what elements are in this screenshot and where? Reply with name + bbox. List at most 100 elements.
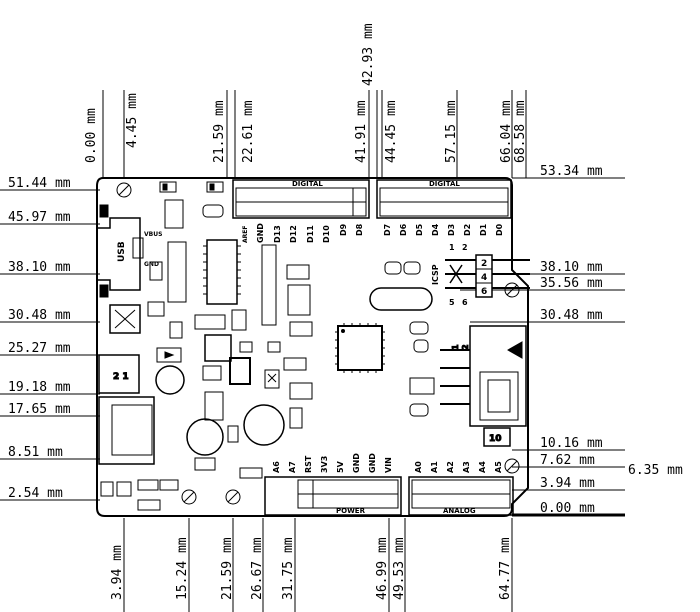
digital-left-title: DIGITAL <box>292 180 323 188</box>
analog-header: ANALOG <box>408 476 514 516</box>
dim-left-0: 51.44 mm <box>8 176 71 191</box>
analog-pin-labels: A0 A1 A2 A3 A4 A5 <box>414 461 503 473</box>
dim-bottom-5: 46.99 mm <box>375 537 390 600</box>
jack-label: 2 1 <box>113 372 129 382</box>
icsp-num-6: 6 <box>462 298 468 307</box>
pin-label: A4 <box>478 461 487 473</box>
dim-right-6: 6.35 mm <box>628 463 683 478</box>
pin-label: A6 <box>272 461 281 473</box>
dim-top-8: 66.04 mm <box>499 100 514 163</box>
dim-top-0: 0.00 mm <box>84 108 99 163</box>
pin-label: VIN <box>384 457 393 473</box>
dim-bottom-3: 26.67 mm <box>250 537 265 600</box>
digital-header-left: DIGITAL <box>232 179 370 219</box>
pin-label: D1 <box>479 223 488 236</box>
smd-components: 2 1 <box>98 181 527 511</box>
dim-right-4: 10.16 mm <box>540 436 603 451</box>
dim-left-4: 25.27 mm <box>8 341 71 356</box>
dim-left-3: 30.48 mm <box>8 308 71 323</box>
pin-label: D12 <box>289 225 298 243</box>
dim-right-8: 0.00 mm <box>540 501 595 516</box>
pin-label: GND <box>256 223 265 243</box>
digital-right-pin-labels: D7 D6 D5 D4 D3 D2 D1 D0 <box>383 223 504 236</box>
vbus-label: VBUS <box>144 231 162 238</box>
dim-left-8: 2.54 mm <box>8 486 63 501</box>
pin-label: A2 <box>446 461 455 473</box>
dim-top-1: 4.45 mm <box>125 93 140 148</box>
digital-right-title: DIGITAL <box>429 180 460 188</box>
pin-label: D0 <box>495 223 504 236</box>
dim-top-7: 57.15 mm <box>444 100 459 163</box>
pin-label: A3 <box>462 461 471 473</box>
dim-right-1: 38.10 mm <box>540 260 603 275</box>
icsp-num-2: 2 <box>462 243 468 252</box>
dim-right-2: 35.56 mm <box>540 276 603 291</box>
digital-header-right: DIGITAL <box>376 179 512 219</box>
icsp-pin-2: 2 <box>481 259 487 269</box>
dim-bottom-7: 64.77 mm <box>498 537 513 600</box>
usb-connector: USB VBUS GND <box>97 217 162 291</box>
dim-right-7: 3.94 mm <box>540 476 595 491</box>
pin-label: D5 <box>415 223 424 236</box>
gnd-label: GND <box>144 261 159 268</box>
pin-label: 5V <box>336 460 345 473</box>
bottom-dimensions: 3.94 mm 15.24 mm 21.59 mm 26.67 mm 31.75… <box>110 537 513 600</box>
pin-label: D9 <box>339 223 348 236</box>
pin-label: AREF <box>242 226 249 243</box>
icsp-num-1: 1 <box>449 243 455 252</box>
dim-bottom-1: 15.24 mm <box>175 537 190 600</box>
top-dimensions: 0.00 mm 4.45 mm 21.59 mm 22.61 mm 41.91 … <box>84 23 528 163</box>
left-dimensions: 51.44 mm 45.97 mm 38.10 mm 30.48 mm 25.2… <box>8 176 71 501</box>
icsp-label: ICSP <box>431 264 440 285</box>
pin-label: D3 <box>447 224 456 236</box>
icsp-pin-4: 4 <box>481 273 487 283</box>
dim-left-6: 17.65 mm <box>8 402 71 417</box>
dim-left-7: 8.51 mm <box>8 445 63 460</box>
power-header: POWER <box>264 476 402 516</box>
mounting-holes <box>116 182 520 505</box>
power-title: POWER <box>336 507 366 515</box>
pin-label: D2 <box>463 224 472 236</box>
dim-bottom-6: 49.53 mm <box>392 537 407 600</box>
pin-label: A5 <box>494 461 503 473</box>
usb-label: USB <box>117 241 127 262</box>
dim-top-2: 21.59 mm <box>212 100 227 163</box>
dim-right-5: 7.62 mm <box>540 453 595 468</box>
icsp-header: 2 4 6 1 2 5 6 ICSP <box>431 243 530 307</box>
icsp-num-5: 5 <box>449 298 455 307</box>
pin-label: D11 <box>306 225 315 243</box>
pin-label: A1 <box>430 461 439 473</box>
pin-label: D4 <box>431 223 440 236</box>
dim-left-5: 19.18 mm <box>8 380 71 395</box>
pin-label: 3V3 <box>320 456 329 473</box>
connector-pin-1: 1 <box>451 344 460 350</box>
dim-left-2: 38.10 mm <box>8 260 71 275</box>
connector-10-label: 10 <box>489 434 502 444</box>
pin-label: GND <box>352 453 361 473</box>
right-dimensions: 53.34 mm 38.10 mm 35.56 mm 30.48 mm 10.1… <box>540 164 683 516</box>
analog-title: ANALOG <box>443 507 476 515</box>
pin-label: A7 <box>288 461 297 473</box>
icsp-pin-6: 6 <box>481 287 487 297</box>
dimension-lines <box>0 90 625 612</box>
pin-label: GND <box>368 453 377 473</box>
dim-top-5: 42.93 mm <box>361 23 376 86</box>
pin-label: D10 <box>322 225 331 243</box>
connector-pin-2: 2 <box>461 344 470 350</box>
dim-left-1: 45.97 mm <box>8 210 71 225</box>
pin-label: D6 <box>399 223 408 236</box>
dim-bottom-2: 21.59 mm <box>220 537 235 600</box>
dim-top-6: 44.45 mm <box>384 100 399 163</box>
digital-left-pin-labels: AREF GND D13 D12 D11 D10 D9 D8 <box>242 223 364 243</box>
dim-top-3: 22.61 mm <box>241 100 256 163</box>
dim-right-0: 53.34 mm <box>540 164 603 179</box>
power-pin-labels: A6 A7 RST 3V3 5V GND GND VIN <box>272 453 393 473</box>
pin-label: D7 <box>383 224 392 236</box>
dim-top-4: 41.91 mm <box>354 100 369 163</box>
dim-bottom-4: 31.75 mm <box>281 537 296 600</box>
dim-top-9: 68.58 mm <box>513 100 528 163</box>
pin-label: RST <box>304 455 313 473</box>
pin-label: D8 <box>355 223 364 236</box>
dim-bottom-0: 3.94 mm <box>110 545 125 600</box>
